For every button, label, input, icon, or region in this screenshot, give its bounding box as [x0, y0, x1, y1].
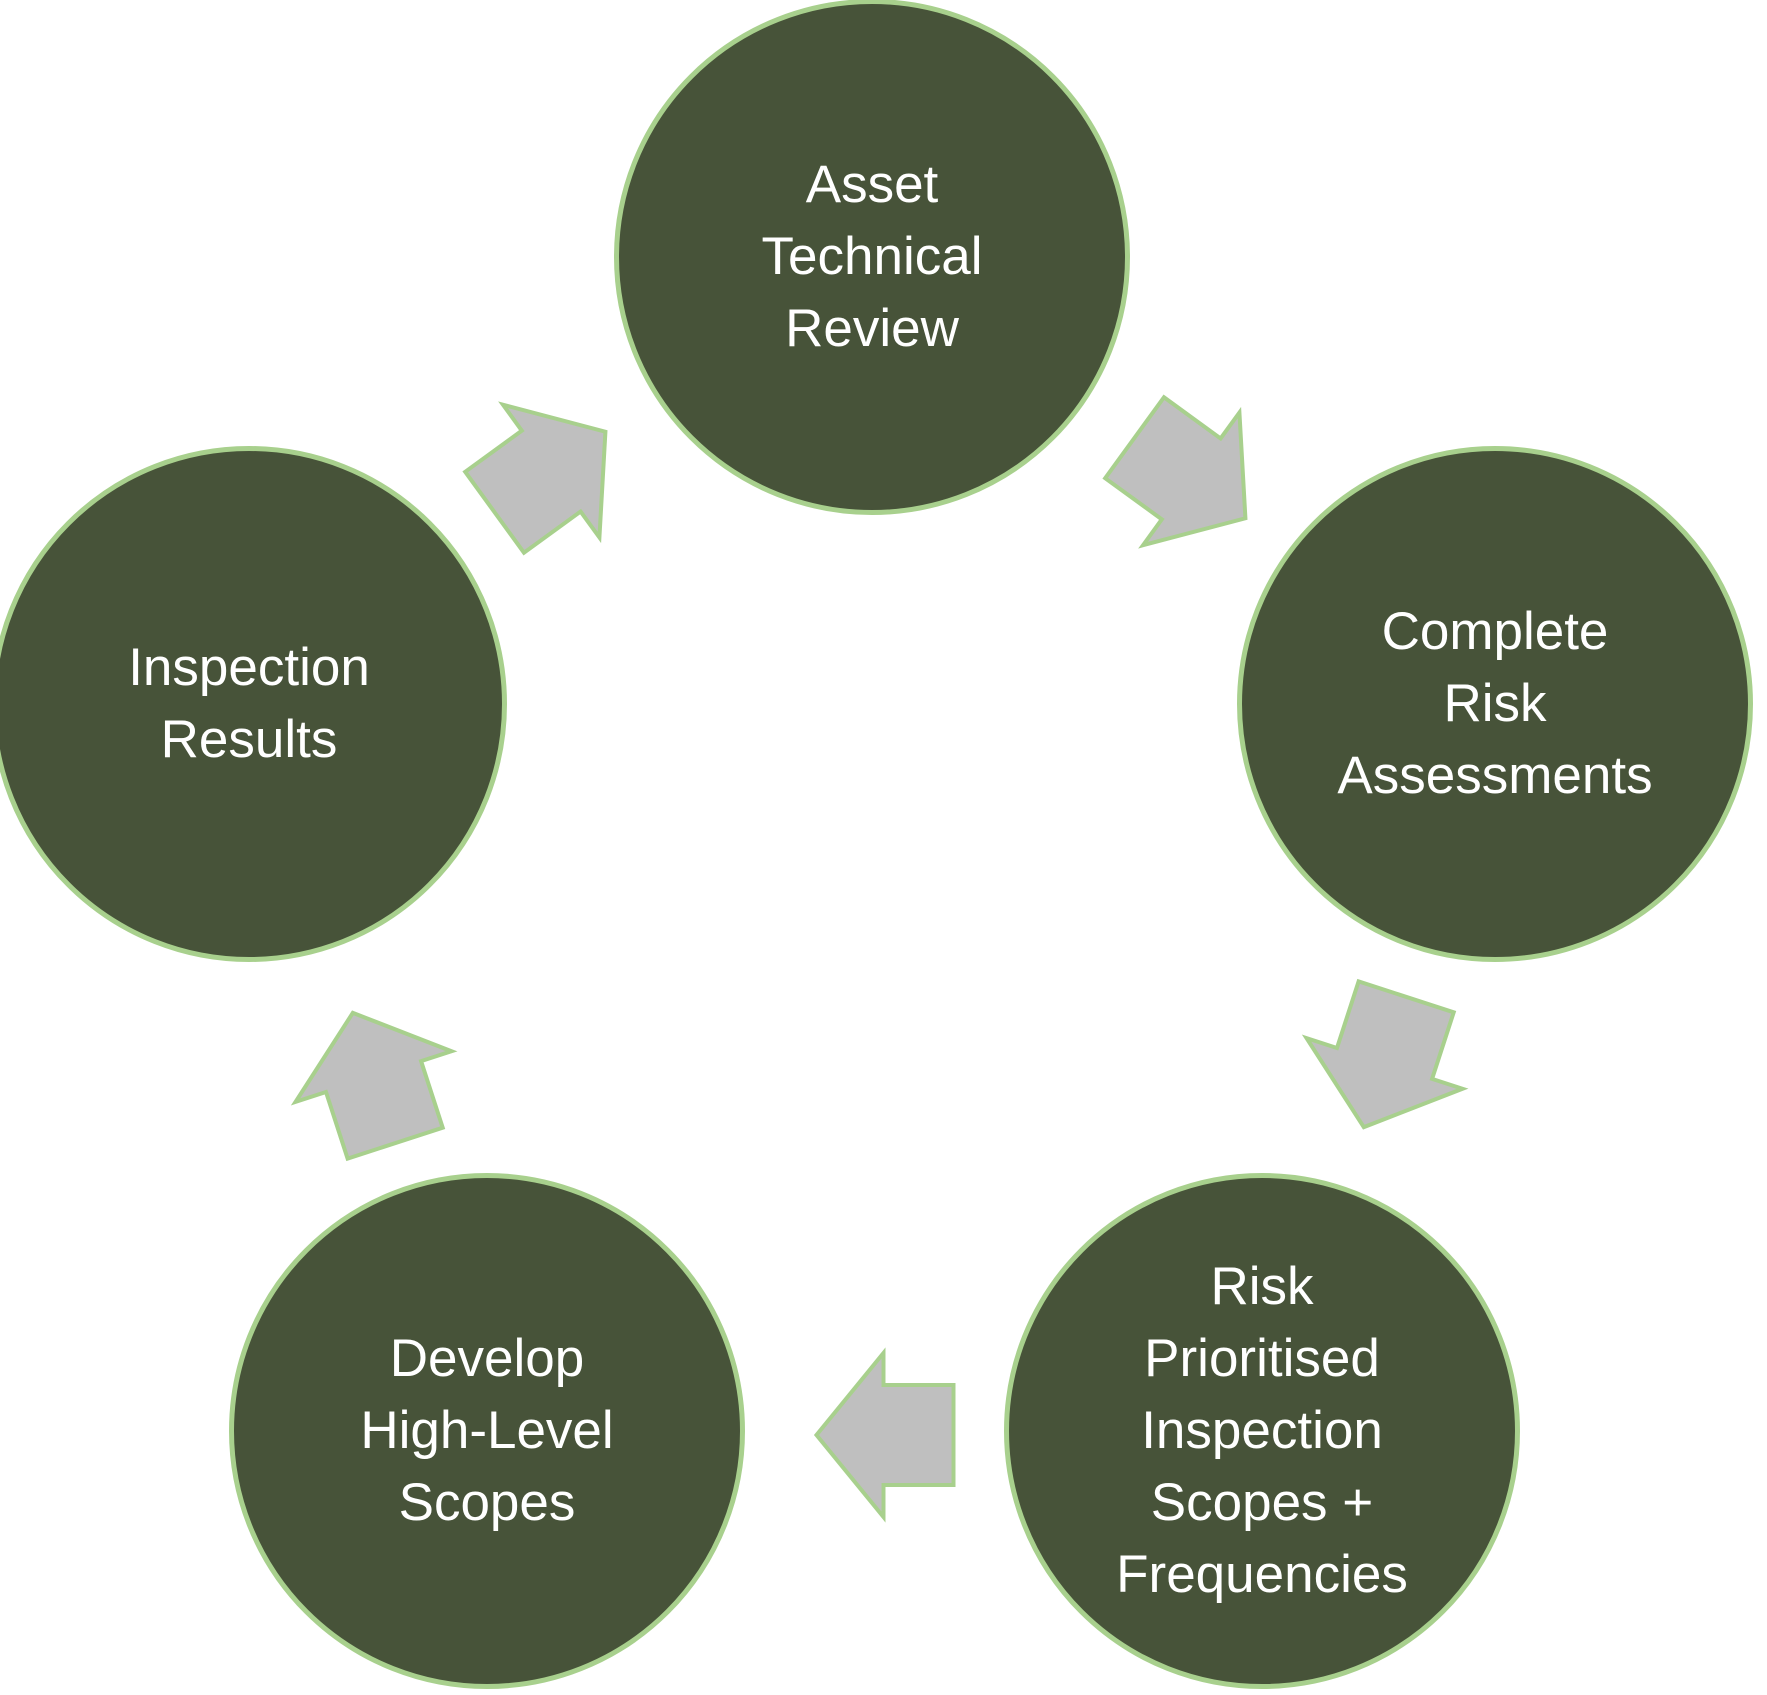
arrow-top-to-right — [1102, 394, 1248, 549]
arrow-left-to-top — [462, 401, 608, 556]
arrow-right-to-bottom-right — [1301, 978, 1469, 1130]
cycle-step-risk-prioritised-inspection-scopes-frequencies: Risk Prioritised Inspection Scopes + Fre… — [1004, 1173, 1520, 1689]
cycle-step-develop-high-level-scopes: Develop High-Level Scopes — [229, 1173, 745, 1689]
cycle-step-asset-technical-review: Asset Technical Review — [614, 0, 1130, 515]
cycle-step-inspection-results: Inspection Results — [0, 446, 507, 962]
cycle-step-label: Develop High-Level Scopes — [360, 1329, 614, 1532]
cycle-step-label: Inspection Results — [128, 638, 370, 769]
cycle-step-label: Complete Risk Assessments — [1337, 602, 1653, 805]
cycle-step-label: Risk Prioritised Inspection Scopes + Fre… — [1116, 1257, 1408, 1604]
arrow-bottom-left-to-left — [290, 1010, 458, 1162]
cycle-step-label: Asset Technical Review — [761, 155, 983, 358]
cycle-step-complete-risk-assessments: Complete Risk Assessments — [1237, 446, 1753, 962]
arrow-bottom-right-to-bottom-left — [813, 1347, 956, 1523]
